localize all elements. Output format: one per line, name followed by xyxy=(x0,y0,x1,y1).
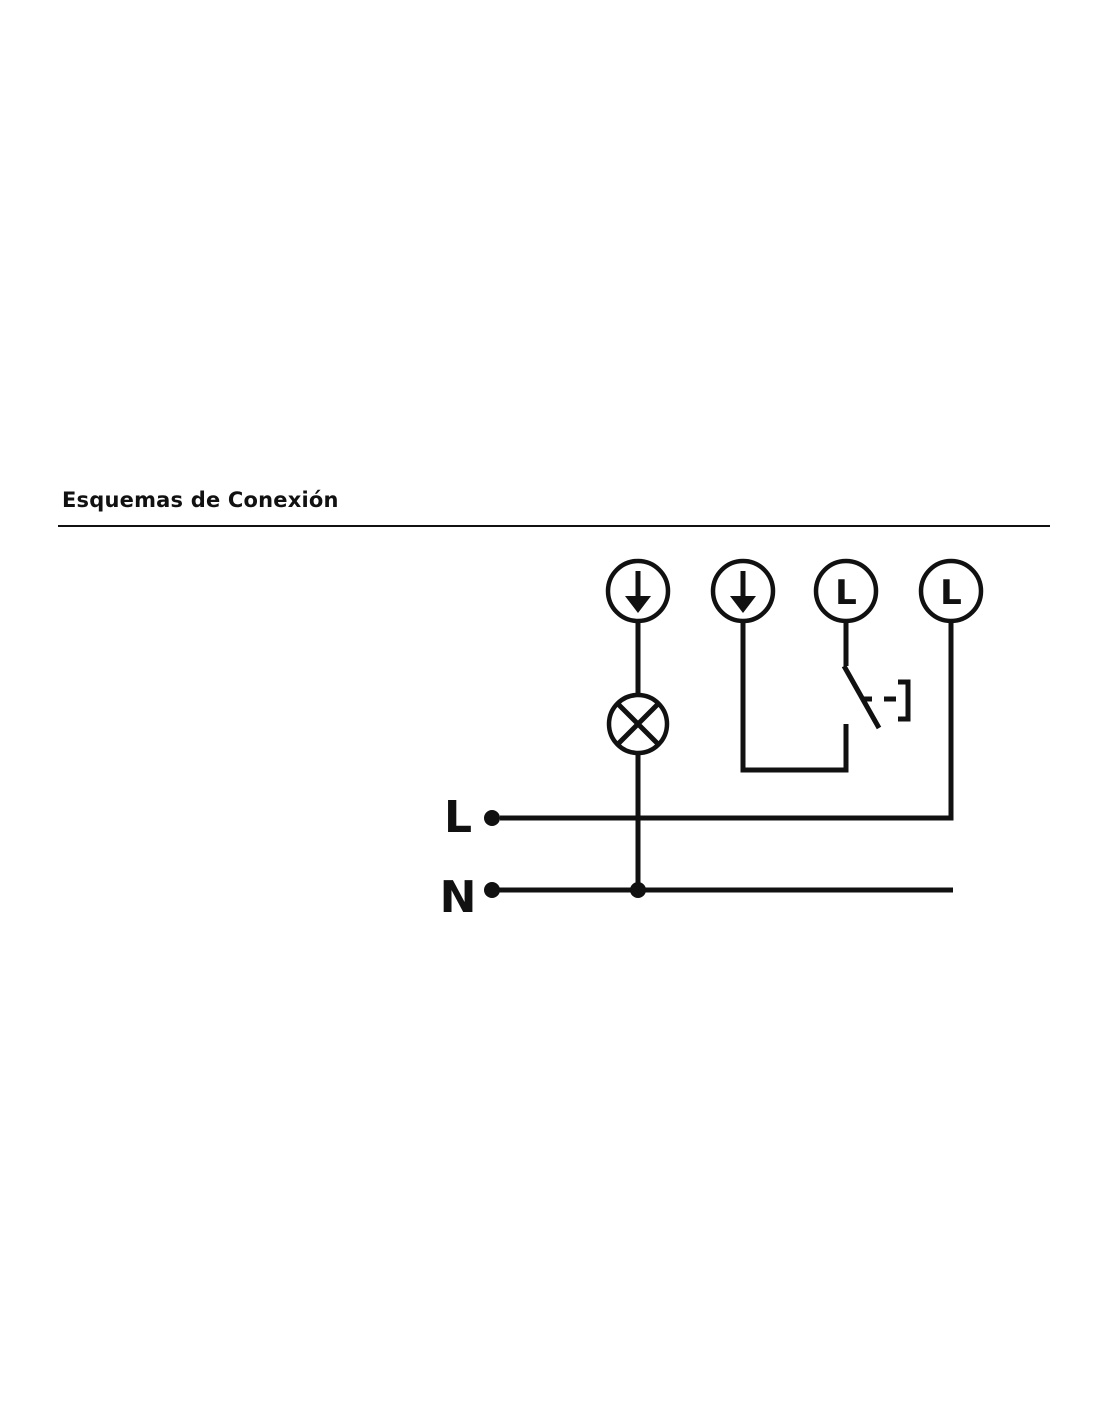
push-switch-icon xyxy=(841,664,911,730)
terminal-3-label: L xyxy=(835,573,857,613)
line-terminal-dot xyxy=(484,810,500,826)
switch-blade xyxy=(841,664,882,730)
line-terminal-icon: L xyxy=(918,558,984,624)
lamp-icon xyxy=(606,692,670,756)
wiring xyxy=(492,622,954,893)
title-divider xyxy=(58,525,1050,527)
neutral-junction-dot xyxy=(630,882,646,898)
terminal-4-label: L xyxy=(940,573,962,613)
page-title: Esquemas de Conexión xyxy=(62,488,339,512)
wire-t2-to-switch xyxy=(740,622,849,773)
switch-actuator-bracket xyxy=(898,679,911,722)
ground-arrow-icon xyxy=(710,558,776,624)
line-terminal-icon: L xyxy=(813,558,879,624)
neutral-label: N xyxy=(440,872,477,923)
ground-arrow-icon xyxy=(605,558,671,624)
wire-t4-to-line xyxy=(500,622,954,821)
line-label: L xyxy=(444,792,472,843)
neutral-terminal-dot xyxy=(484,882,500,898)
